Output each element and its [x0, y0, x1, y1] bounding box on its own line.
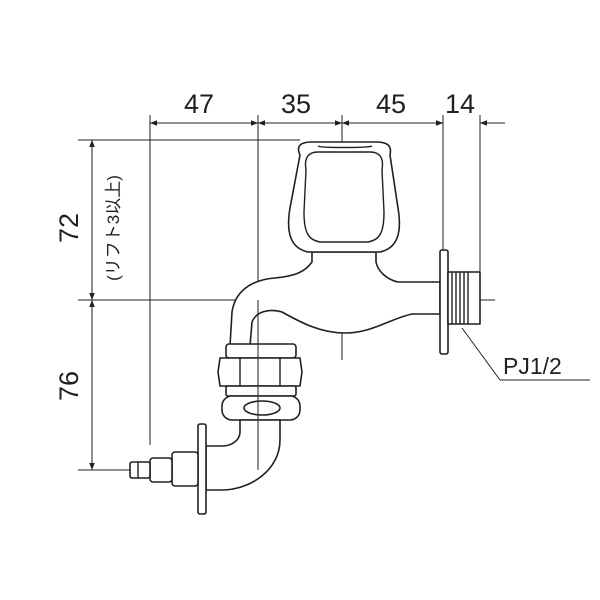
- handle-inner: [303, 151, 385, 243]
- lower-flange: [197, 423, 207, 515]
- thread-label: PJ1/2: [503, 353, 562, 379]
- dimension-label-72: 72: [54, 213, 84, 243]
- hose-fitting-collar: [149, 457, 173, 483]
- hose-fitting-body: [171, 451, 199, 487]
- horizontal-dimensions: 47 35 45 14: [149, 89, 505, 470]
- dimension-label-76: 76: [54, 371, 84, 401]
- wall-flange: [439, 249, 449, 355]
- dimension-label-35: 35: [281, 89, 311, 119]
- callout-leader: [461, 327, 501, 381]
- dimension-label-47: 47: [184, 89, 214, 119]
- thread-callout: PJ1/2: [461, 327, 590, 381]
- dimension-label-14: 14: [445, 89, 475, 119]
- spout-body: [229, 251, 441, 347]
- coupling-ring: [225, 385, 297, 397]
- hose-fitting-tip: [129, 461, 151, 479]
- dimension-label-45: 45: [376, 89, 406, 119]
- faucet-body: [129, 141, 481, 515]
- handle-outer: [287, 141, 401, 253]
- dimension-note-lift: (リフト3以上): [104, 175, 123, 281]
- coupling-collar: [225, 343, 297, 359]
- adapter-window: [243, 400, 281, 416]
- coupling-nut: [217, 357, 303, 387]
- elbow-pipe: [205, 419, 281, 491]
- handle-cap: [317, 145, 373, 149]
